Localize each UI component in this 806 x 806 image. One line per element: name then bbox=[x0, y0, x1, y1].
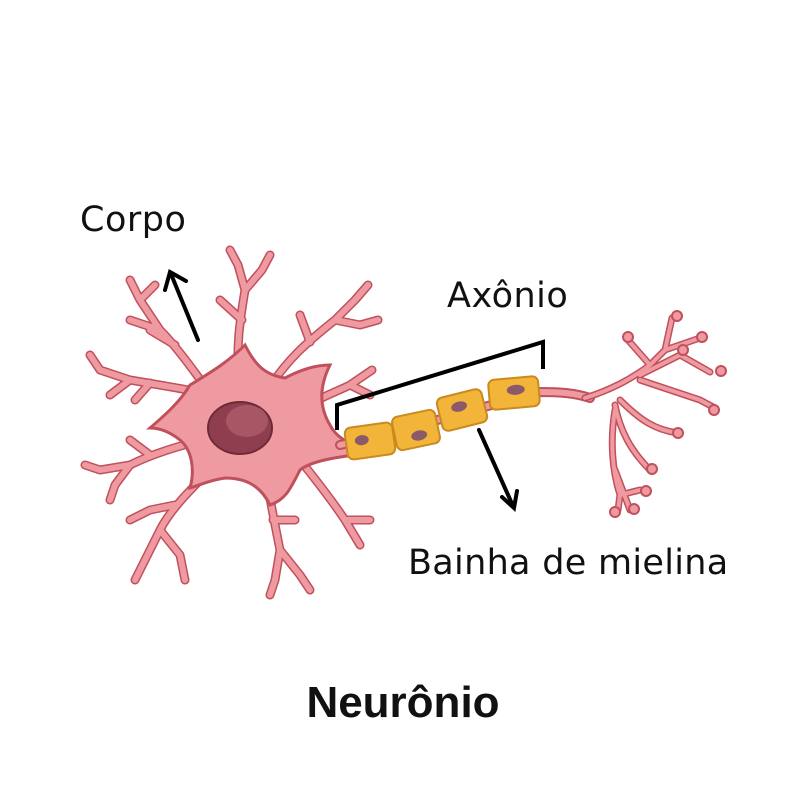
label-cell-body: Corpo bbox=[80, 200, 187, 240]
axon-terminals bbox=[581, 310, 727, 518]
nucleus bbox=[207, 401, 273, 455]
axon-bracket bbox=[335, 339, 545, 430]
myelin-sheath bbox=[343, 375, 541, 461]
corpo-arrow bbox=[163, 269, 200, 342]
myelin-arrow bbox=[477, 428, 519, 512]
label-axon: Axônio bbox=[447, 276, 569, 316]
label-myelin-sheath: Bainha de mielina bbox=[408, 543, 729, 583]
diagram-title: Neurônio bbox=[306, 678, 500, 727]
